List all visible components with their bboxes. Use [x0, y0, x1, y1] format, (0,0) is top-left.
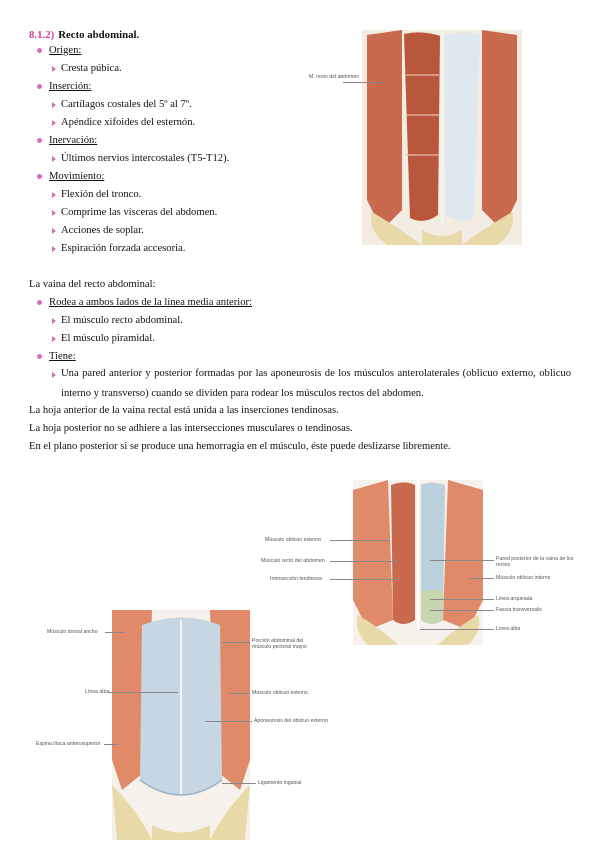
list-item: El músculo piramidal.	[61, 333, 155, 344]
bullet	[37, 138, 42, 143]
figure3-label-right: Músculo oblicuo externo	[252, 690, 308, 696]
figure3-label-left: Músculo dorsal ancho	[47, 629, 98, 635]
sheath-heading-rodea: Rodea a ambos lados de la línea media an…	[49, 297, 252, 308]
figure-rectus-sheath	[353, 480, 483, 645]
figure1-label: M. recto del abdomen	[309, 74, 360, 80]
list-item: Últimos nervios intercostales (T5-T12).	[61, 153, 230, 164]
list-item: Acciones de soplar.	[61, 225, 144, 236]
arrow-bullet	[52, 246, 56, 252]
leader-line	[430, 599, 494, 600]
group-heading-inervacion: Inervación:	[49, 135, 98, 146]
leader-line	[330, 561, 398, 562]
leader-line	[230, 693, 250, 694]
arrow-bullet	[52, 336, 56, 342]
sheath-intro: La vaina del recto abdominal:	[29, 279, 156, 290]
section-title: 8.1.2)Recto abdominal.	[29, 29, 139, 41]
bullet	[37, 354, 42, 359]
figure3-label-right: Porción abdominal del músculo pectoral m…	[252, 638, 308, 650]
arrow-bullet	[52, 210, 56, 216]
figure2-label-left: Músculo oblicuo externo	[265, 537, 321, 543]
leader-line	[105, 632, 125, 633]
arrow-bullet	[52, 66, 56, 72]
group-heading-insercion: Inserción:	[49, 81, 92, 92]
group-heading-movimiento: Movimiento:	[49, 171, 105, 182]
list-item: El músculo recto abdominal.	[61, 315, 183, 326]
bullet	[37, 48, 42, 53]
leader-line	[330, 579, 402, 580]
leader-line	[222, 642, 250, 643]
figure2-label-right: Fascia transversalis	[496, 607, 542, 613]
leader-line	[108, 692, 178, 693]
section-number: 8.1.2)	[29, 29, 55, 41]
figure-rectus-abdominis	[362, 30, 522, 245]
leader-line	[470, 578, 494, 579]
leader-line	[222, 783, 256, 784]
arrow-bullet	[52, 372, 56, 378]
figure3-label-right: Ligamento inguinal	[258, 780, 302, 786]
figure3-label-left: Espina ilíaca anterosuperior	[36, 741, 101, 747]
arrow-bullet	[52, 318, 56, 324]
figure3-label-right: Aponeurosis del oblicuo externo	[254, 718, 328, 724]
arrow-bullet	[52, 102, 56, 108]
list-item: Cresta púbica.	[61, 63, 122, 74]
leader-line	[343, 82, 383, 83]
list-item: Espiración forzada accesoria.	[61, 243, 186, 254]
sheath-paragraph: Una pared anterior y posterior formadas …	[61, 368, 571, 399]
arrow-bullet	[52, 156, 56, 162]
sheath-note: La hoja posterior no se adhiere a las in…	[29, 423, 353, 434]
leader-line	[430, 560, 494, 561]
leader-line	[330, 540, 390, 541]
bullet	[37, 300, 42, 305]
figure2-label-right: Músculo oblicuo interno	[496, 575, 551, 581]
sheath-note: En el plano posterior si se produce una …	[29, 441, 451, 452]
leader-line	[205, 721, 252, 722]
figure2-label-right: Línea arqueada	[496, 596, 533, 602]
list-item: Comprime las vísceras del abdomen.	[61, 207, 218, 218]
bullet	[37, 174, 42, 179]
figure-external-oblique	[112, 610, 250, 840]
figure2-label-right: Pared posterior de la vaina de los recto…	[496, 556, 574, 568]
sheath-heading-tiene: Tiene:	[49, 351, 76, 362]
list-item: Flexión del tronco.	[61, 189, 142, 200]
figure3-label-left: Línea alba	[85, 689, 110, 695]
section-title-text: Recto abdominal.	[58, 29, 140, 41]
figure2-label-left: Músculo recto del abdomen	[261, 558, 325, 564]
leader-line	[420, 629, 494, 630]
list-item: Apéndice xifoides del esternón.	[61, 117, 196, 128]
sheath-note: La hoja anterior de la vaina rectal está…	[29, 405, 339, 416]
figure2-label-right: Línea alba	[496, 626, 521, 632]
arrow-bullet	[52, 120, 56, 126]
figure2-label-left: Intersección tendinosa	[270, 576, 322, 582]
leader-line	[104, 744, 118, 745]
arrow-bullet	[52, 228, 56, 234]
bullet	[37, 84, 42, 89]
arrow-bullet	[52, 192, 56, 198]
leader-line	[430, 610, 494, 611]
group-heading-origen: Origen:	[49, 45, 82, 56]
list-item: Cartílagos costales del 5º al 7º.	[61, 99, 192, 110]
